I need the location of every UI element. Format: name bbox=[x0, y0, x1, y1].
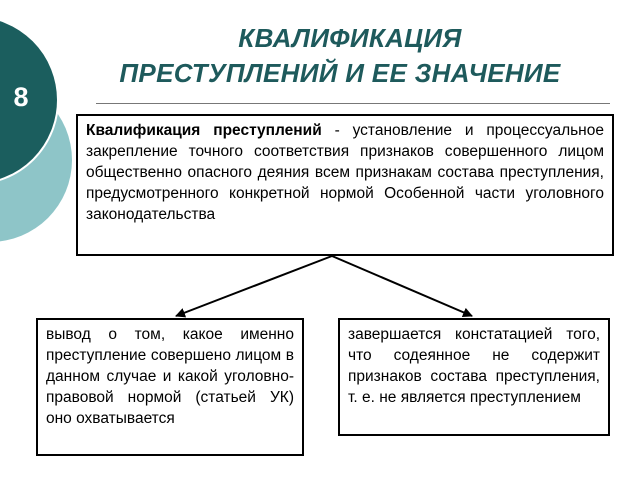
right-consequence-box: завершается констатацией того, что содея… bbox=[338, 318, 610, 436]
definition-box: Квалификация преступлений - установление… bbox=[76, 114, 614, 256]
right-box-text: завершается констатацией того, что содея… bbox=[348, 326, 600, 406]
decorative-circles bbox=[0, 19, 72, 242]
dark-teal-circle bbox=[0, 20, 58, 180]
arrow-right bbox=[331, 255, 473, 318]
title-divider bbox=[96, 103, 610, 104]
slide-number: 8 bbox=[13, 82, 29, 112]
page-title-line1: КВАЛИФИКАЦИЯ bbox=[238, 23, 462, 53]
definition-term: Квалификация преступлений bbox=[86, 122, 322, 139]
left-box-text: вывод о том, какое именно преступление с… bbox=[46, 326, 294, 427]
arrow-left bbox=[175, 255, 333, 318]
definition-text: - установление и процессуальное закрепле… bbox=[86, 122, 604, 223]
circle-outline bbox=[0, 19, 59, 181]
left-consequence-box: вывод о том, какое именно преступление с… bbox=[36, 318, 304, 456]
page-title-line2: ПРЕСТУПЛЕНИЙ И ЕЕ ЗНАЧЕНИЕ bbox=[119, 58, 561, 88]
